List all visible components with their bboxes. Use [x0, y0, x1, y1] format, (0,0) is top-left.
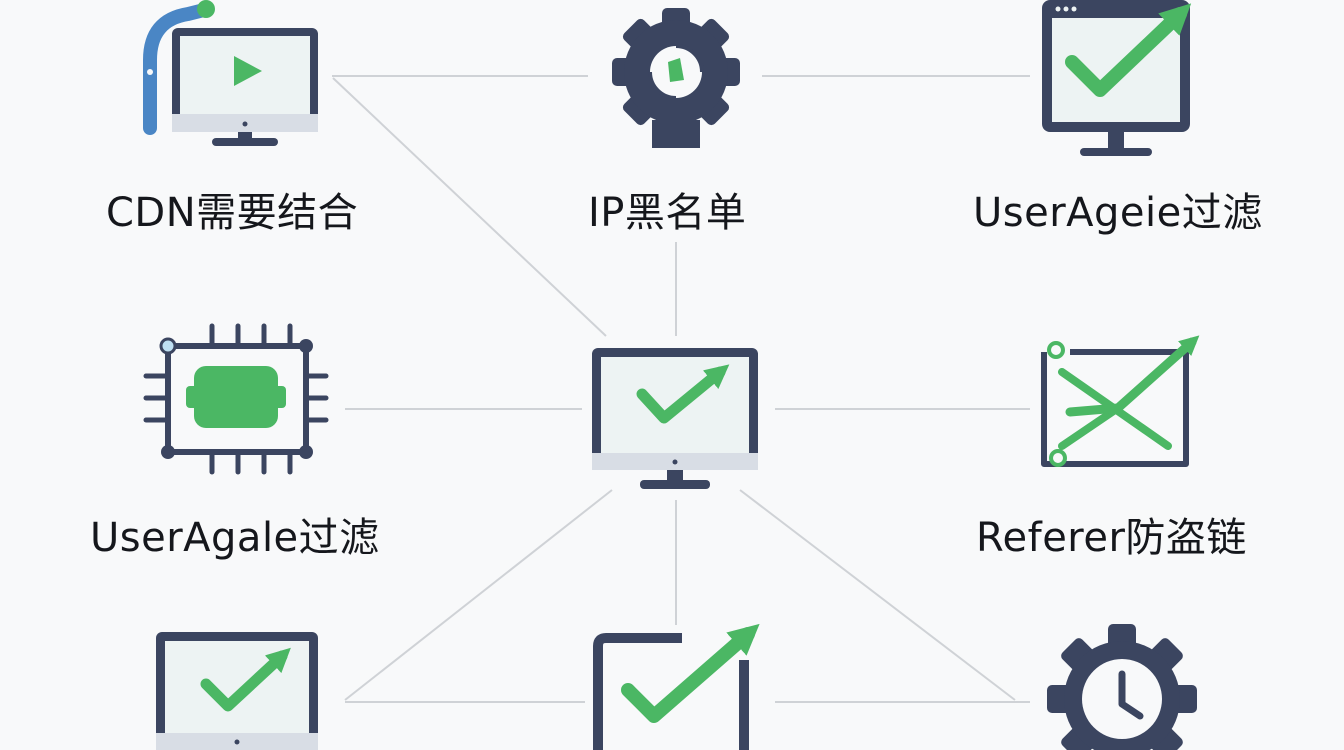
monitor-play-icon: [143, 0, 318, 146]
node-label-ip-blacklist: IP黑名单: [588, 190, 747, 236]
gear-icon: [612, 8, 740, 148]
connector-center-bottomleft: [344, 489, 613, 701]
gear-clock-icon: [1047, 624, 1197, 750]
connector-center-bottomright: [739, 489, 1016, 701]
bottom-left-monitor-check-icon: [156, 632, 318, 750]
monitor-check-arrow-icon: [1042, 0, 1192, 156]
connector-cdn-center: [332, 77, 607, 337]
node-label-useragent-filter-2: UserAgale过滤: [90, 515, 380, 561]
bottom-middle-monitor-check-icon: [593, 623, 760, 750]
node-label-useragent-filter-1: UserAgeie过滤: [973, 190, 1263, 236]
chip-icon: [143, 323, 329, 475]
center-monitor-check-icon: [592, 348, 758, 489]
connector-lines: [332, 75, 1030, 703]
node-label-referer: Referer防盗链: [976, 515, 1247, 561]
envelope-arrow-icon: [1041, 335, 1200, 467]
node-label-cdn: CDN需要结合: [106, 190, 359, 236]
